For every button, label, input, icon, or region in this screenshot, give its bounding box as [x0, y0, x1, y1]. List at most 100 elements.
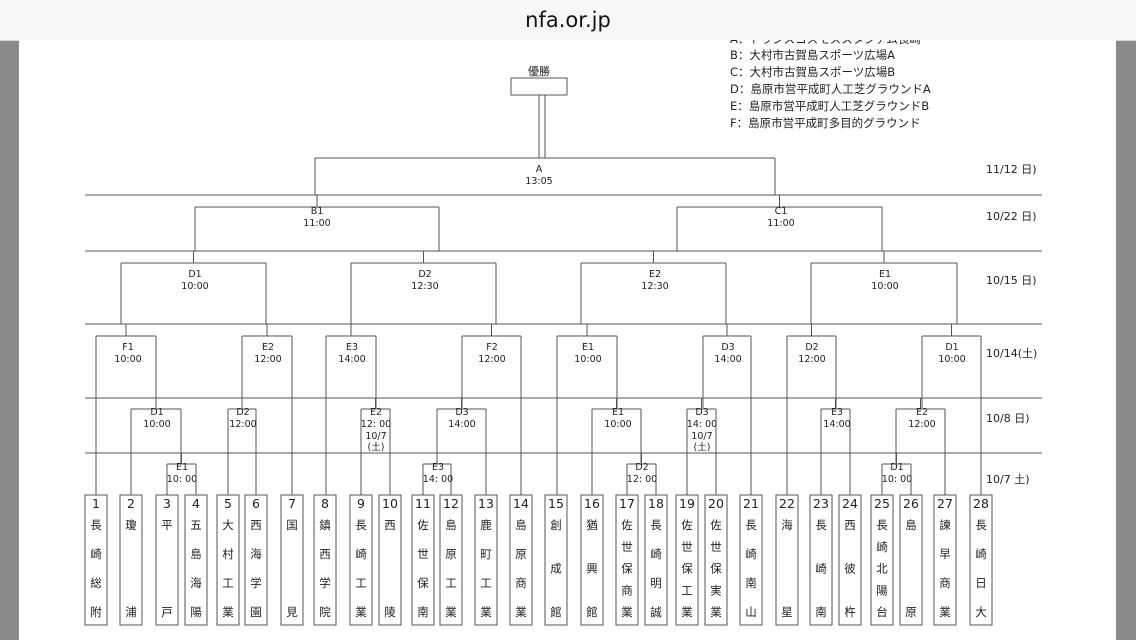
team-name-char: 杵 — [844, 605, 856, 619]
round-date-label: 10/14(土) — [986, 347, 1037, 360]
team-number: 8 — [321, 496, 329, 511]
team-name-char: 平 — [161, 518, 173, 532]
match-time-label: 12:30 — [641, 281, 668, 292]
match-venue-label: E1 — [582, 342, 594, 353]
team-number: 1 — [92, 496, 100, 511]
team-number: 24 — [842, 496, 858, 511]
team-number: 14 — [513, 496, 529, 511]
team-name-char: 南 — [417, 605, 429, 619]
match-time-label: 12:00 — [478, 354, 505, 365]
team-name-char: 陵 — [384, 605, 396, 619]
team-name-char: 村 — [222, 547, 234, 561]
match-time-label: 10:00 — [574, 354, 601, 365]
team-name-char: 戸 — [161, 605, 173, 619]
match-time-label: 11:00 — [767, 218, 794, 229]
team-number: 23 — [813, 496, 829, 511]
team-number: 9 — [357, 496, 365, 511]
team-name-char: 佐 — [710, 518, 722, 532]
team-name-char: 工 — [480, 576, 492, 590]
team-name-char: 長 — [876, 518, 888, 532]
team-name-char: 長 — [650, 518, 662, 532]
match-time-label: 13:05 — [525, 176, 552, 187]
team-name-char: 世 — [681, 540, 693, 554]
team-name-char: 保 — [417, 576, 429, 590]
team-name-char: 西 — [384, 518, 396, 532]
champion-label: 優勝 — [528, 64, 550, 78]
team-name-char: 原 — [905, 605, 917, 619]
team-name-char: 南 — [745, 576, 757, 590]
team-number: 11 — [415, 496, 431, 511]
team-name-char: 世 — [417, 547, 429, 561]
round-date-label: 11/12 日) — [986, 163, 1037, 176]
team-box — [313, 494, 337, 626]
match-time-label: 12:00 — [798, 354, 825, 365]
team-name-char: 見 — [286, 605, 298, 619]
champion-box — [510, 77, 568, 96]
team-name-char: 保 — [681, 562, 693, 576]
url-display[interactable]: nfa.or.jp — [525, 8, 611, 32]
team-name-char: 業 — [355, 605, 367, 619]
team-name-char: 早 — [939, 547, 951, 561]
team-name-char: 西 — [319, 547, 331, 561]
team-name-char: 工 — [681, 583, 693, 597]
round-date-label: 10/15 日) — [986, 274, 1037, 287]
team-name-char: 商 — [939, 576, 951, 590]
team-name-char: 崎 — [745, 547, 757, 561]
match-note-label: (土) — [368, 441, 385, 453]
match-venue-label: E1 — [176, 462, 188, 473]
team-name-char: 館 — [586, 605, 598, 619]
match-time-label: 12:30 — [411, 281, 438, 292]
match-venue-label: F1 — [122, 342, 134, 353]
match-time-label: 12:00 — [908, 419, 935, 430]
match-venue-label: E2 — [370, 407, 382, 418]
team-number: 5 — [224, 496, 232, 511]
match-note-label: 10/7 — [691, 431, 712, 442]
team-name-char: 長 — [975, 518, 987, 532]
team-name-char: 保 — [621, 562, 633, 576]
team-name-char: 業 — [222, 605, 234, 619]
team-name-char: 学 — [250, 576, 262, 590]
team-name-char: 山 — [745, 605, 757, 619]
match-time-label: 10:00 — [181, 281, 208, 292]
team-name-char: 島 — [905, 518, 917, 532]
match-venue-label: E2 — [262, 342, 274, 353]
match-time-label: 10:00 — [143, 419, 170, 430]
venue-legend-item: A：トランスコスモススタジアム長崎 — [730, 40, 921, 46]
team-name-char: 南 — [815, 605, 827, 619]
team-number: 17 — [619, 496, 635, 511]
team-name-char: 原 — [445, 547, 457, 561]
team-name-char: 国 — [286, 518, 298, 532]
match-time-label: 10: 00 — [882, 474, 912, 485]
team-name-char: 佐 — [681, 518, 693, 532]
team-name-char: 商 — [621, 583, 633, 597]
team-name-char: 商 — [515, 576, 527, 590]
team-name-char: 島 — [190, 547, 202, 561]
team-name-char: 学 — [319, 576, 331, 590]
tournament-bracket: 11/12 日)10/22 日)10/15 日)10/14(土)10/8 日)1… — [84, 40, 1042, 626]
team-name-char: 大 — [222, 518, 234, 532]
venue-legend-item: D：島原市営平成町人工芝グラウンドA — [730, 82, 931, 96]
match-venue-label: E2 — [649, 269, 661, 280]
match-venue-label: E3 — [831, 407, 843, 418]
match-venue-label: E3 — [432, 462, 444, 473]
match-venue-label: D3 — [695, 407, 708, 418]
team-name-char: 台 — [876, 605, 888, 619]
team-name-char: 成 — [550, 562, 562, 576]
team-name-char: 猶 — [586, 518, 598, 532]
team-number: 10 — [382, 496, 398, 511]
team-name-char: 崎 — [90, 547, 102, 561]
team-name-char: 崎 — [876, 540, 888, 554]
team-name-char: 総 — [90, 576, 102, 590]
team-name-char: 長 — [355, 518, 367, 532]
team-name-char: 館 — [550, 605, 562, 619]
match-venue-label: E2 — [916, 407, 928, 418]
team-number: 18 — [648, 496, 664, 511]
team-name-char: 業 — [480, 605, 492, 619]
team-name-char: 瓊 — [125, 518, 137, 532]
team-name-char: 業 — [515, 605, 527, 619]
match-time-label: 14: 00 — [687, 419, 717, 430]
team-name-char: 工 — [445, 576, 457, 590]
round-date-label: 10/22 日) — [986, 210, 1037, 223]
team-name-char: 海 — [781, 518, 793, 532]
match-venue-label: D2 — [418, 269, 431, 280]
